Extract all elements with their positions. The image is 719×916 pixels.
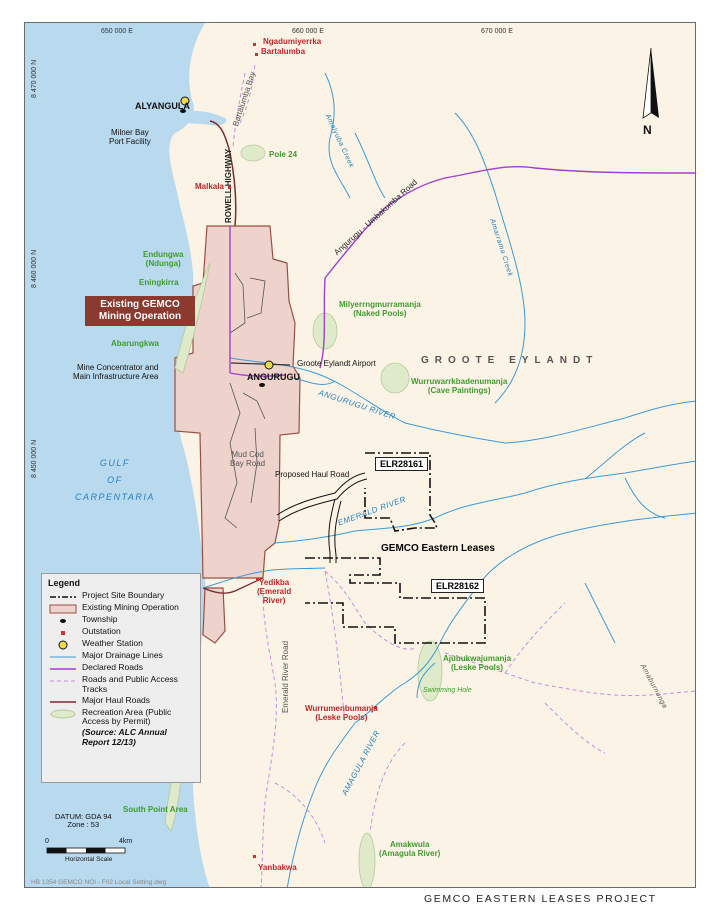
- legend-label: Roads and Public Access Tracks: [82, 674, 178, 694]
- rec-pole24: Pole 24: [269, 150, 298, 159]
- haul-road: [209, 120, 237, 227]
- easting-label: 660 000 E: [292, 28, 324, 35]
- rec-ajubukwa: Ajubukwajumanja (Leske Pools): [443, 654, 512, 672]
- outstation-yedikba: Yedikba (Emerald River): [257, 578, 292, 605]
- file-ref: HB 1354 GEMCO NOI - F02 Local Setting.dw…: [31, 879, 167, 886]
- legend-item: Major Haul Roads: [48, 694, 194, 707]
- haul-road-label: Proposed Haul Road: [275, 470, 350, 479]
- legend-label: Major Drainage Lines: [82, 650, 163, 660]
- easting-label: 650 000 E: [101, 28, 133, 35]
- legend: Legend Project Site Boundary Existing Mi…: [41, 573, 201, 783]
- rec-swimming: Swimming Hole: [423, 687, 472, 694]
- legend-item: Existing Mining Operation: [48, 602, 194, 614]
- groote-eylandt-label: GROOTE EYLANDT: [421, 355, 599, 366]
- project-title: GEMCO EASTERN LEASES PROJECT: [424, 893, 657, 905]
- legend-label: Outstation: [82, 626, 121, 636]
- outstation-malkala: Malkala: [195, 182, 224, 191]
- legend-label: Existing Mining Operation: [82, 602, 179, 612]
- lease-elr28162: ELR28162: [431, 579, 485, 593]
- legend-label: Project Site Boundary: [82, 590, 165, 600]
- milner-bay-label: Milner Bay Port Facility: [109, 128, 151, 146]
- outstation-ngadumiyerrka: Ngadumiyerrka: [263, 37, 322, 46]
- legend-item: Weather Station: [48, 638, 194, 650]
- legend-item: Declared Roads: [48, 662, 194, 674]
- rec-wurruwarrk: Wurruwarrkbadenumanja (Cave Paintings): [411, 377, 508, 395]
- mud-cod-label: Mud Cod Bay Road: [230, 450, 266, 468]
- scale-label: Horizontal Scale: [65, 856, 113, 863]
- lease-elr28161: ELR28161: [375, 457, 429, 471]
- legend-source: (Source: ALC Annual Report 12/13): [82, 727, 167, 747]
- legend-item: Roads and Public Access Tracks: [48, 674, 194, 695]
- concentrator-label: Mine Concentrator and Main Infrastructur…: [73, 363, 159, 381]
- map-frame: 650 000 E 660 000 E 670 000 E 8 470 000 …: [24, 22, 696, 888]
- rec-amakwula: Amakwula (Amagula River): [379, 840, 441, 858]
- rec-south-point: South Point Area: [123, 805, 188, 814]
- north-label: N: [643, 123, 652, 137]
- rec-eningkirra: Eningkirra: [139, 278, 179, 287]
- rec-milyerrng: Milyerrngmurramanja (Naked Pools): [339, 300, 421, 318]
- legend-label: Weather Station: [82, 638, 143, 648]
- scale-bar: [46, 847, 126, 854]
- existing-mining-callout: Existing GEMCO Mining Operation: [85, 296, 195, 326]
- rec-abarungkwa: Abarungkwa: [111, 339, 160, 348]
- legend-label: Township: [82, 614, 118, 624]
- northing-label: 8 450 000 N: [31, 439, 38, 478]
- legend-item: Major Drainage Lines: [48, 650, 194, 662]
- legend-item: Outstation: [48, 626, 194, 638]
- legend-item: Project Site Boundary: [48, 590, 194, 602]
- bay-water: [180, 111, 227, 126]
- town-angurugu: ANGURUGU: [247, 372, 300, 382]
- existing-mining-south: [202, 587, 226, 644]
- scale-zero: 0: [45, 838, 49, 845]
- legend-item: Township: [48, 614, 194, 626]
- legend-label: Major Haul Roads: [82, 694, 151, 705]
- airport-label: Groote Eylandt Airport: [297, 359, 376, 368]
- legend-label: Declared Roads: [82, 662, 143, 672]
- northing-label: 8 460 000 N: [31, 249, 38, 288]
- town-alyangula: ALYANGULA: [135, 101, 190, 111]
- emerald-river-road-label: Emerald River Road: [281, 640, 290, 713]
- datum-label: DATUM: GDA 94 Zone : 53: [55, 812, 112, 830]
- rowell-highway-label: ROWELL HIGHWAY: [224, 148, 233, 223]
- legend-title: Legend: [48, 578, 81, 588]
- northing-label: 8 470 000 N: [31, 59, 38, 98]
- legend-item: Recreation Area (Public Access by Permit…: [48, 706, 194, 728]
- rec-endungwa: Endungwa (Ndunga): [143, 250, 184, 268]
- outstation-yanbakwa: Yanbakwa: [258, 863, 297, 872]
- gulf-label: GULF OF CARPENTARIA: [75, 458, 155, 503]
- eastern-leases-label: GEMCO Eastern Leases: [381, 543, 495, 554]
- north-arrow: [642, 47, 659, 119]
- easting-label: 670 000 E: [481, 28, 513, 35]
- outstation-wurrumenbumanja: Wurrumenbumanja (Leske Pools): [305, 704, 378, 722]
- outstation-bartalumba: Bartalumba: [261, 47, 306, 56]
- scale-max: 4km: [119, 838, 133, 845]
- legend-label: Recreation Area (Public Access by Permit…: [82, 706, 172, 727]
